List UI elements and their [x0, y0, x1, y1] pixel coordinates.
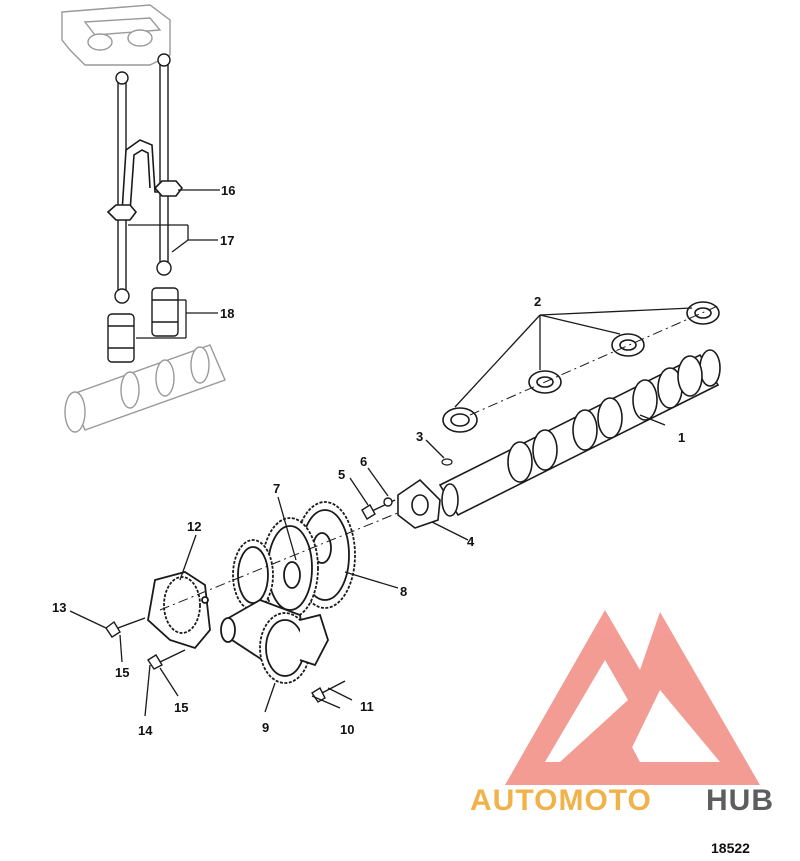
dowel-pin	[441, 458, 453, 466]
callout-3: 3	[416, 429, 423, 444]
drive-gear-assembly	[220, 599, 329, 684]
bearing-centerline	[469, 304, 721, 416]
thrust-plate-bolt	[361, 497, 396, 520]
housing-bolt-lower	[147, 649, 186, 670]
callout-12: 12	[187, 519, 201, 534]
callout-4: 4	[467, 534, 475, 549]
housing-bolt-upper	[105, 617, 146, 638]
callout-14: 14	[138, 723, 153, 738]
callout-10: 10	[340, 722, 354, 737]
callout-5: 5	[338, 467, 345, 482]
callout-6: 6	[360, 454, 367, 469]
callout-9: 9	[262, 720, 269, 735]
cam-bearing-group	[442, 301, 720, 433]
gear-centerline	[159, 511, 401, 611]
callout-7: 7	[273, 481, 280, 496]
callout-13: 13	[52, 600, 66, 615]
pushrod-guide	[106, 139, 184, 221]
watermark-text-hub: HUB	[706, 784, 774, 817]
callout-15a: 15	[115, 665, 129, 680]
callout-18: 18	[220, 306, 234, 321]
callout-11: 11	[360, 699, 374, 714]
camshaft-reference-ghost	[64, 344, 226, 433]
watermark-logo	[505, 610, 760, 785]
leader-lines	[69, 189, 693, 717]
thrust-plate	[397, 478, 441, 529]
oil-pump-housing	[147, 571, 211, 650]
camshaft	[438, 349, 721, 517]
callout-8: 8	[400, 584, 407, 599]
callout-2: 2	[534, 294, 541, 309]
watermark-text-brand: AUTOMOTO	[470, 784, 652, 817]
rocker-shaft-detail	[61, 4, 171, 66]
figure-number: 18522	[711, 840, 750, 856]
callout-16: 16	[221, 183, 235, 198]
callout-1: 1	[678, 430, 685, 445]
callout-15b: 15	[174, 700, 188, 715]
callout-17: 17	[220, 233, 234, 248]
balance-shaft-gear	[232, 539, 274, 611]
lifter-group	[107, 287, 179, 363]
gear-assembly-bolt	[311, 680, 346, 703]
